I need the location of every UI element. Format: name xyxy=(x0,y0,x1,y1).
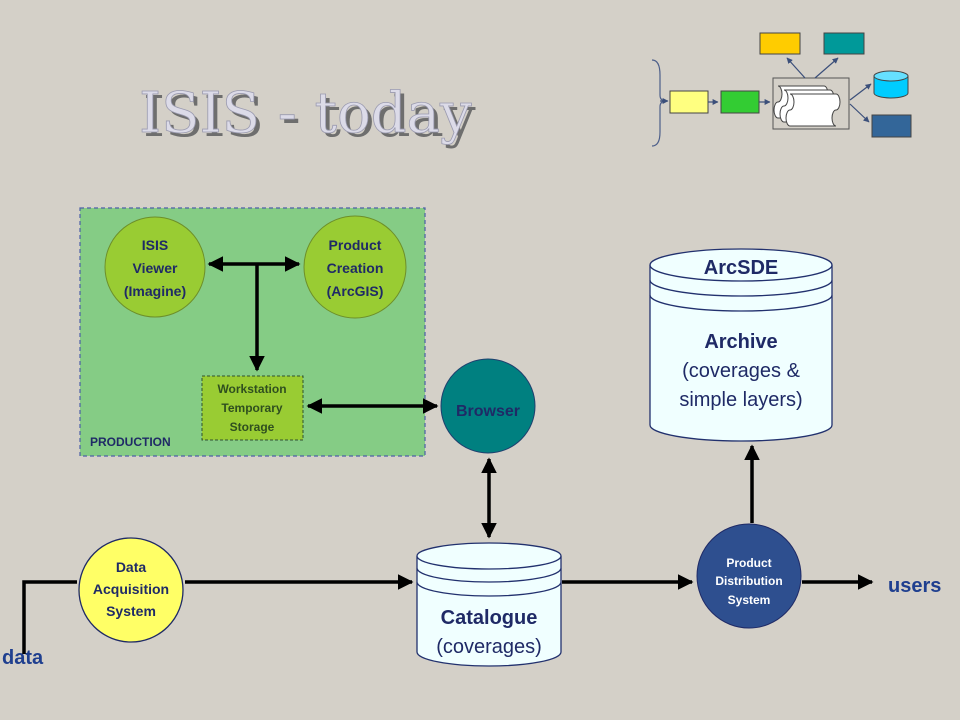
overview-box-gold xyxy=(759,32,801,55)
overview-box-green xyxy=(720,90,760,114)
overview-box-yellow xyxy=(669,90,709,114)
data-acquisition-label: Data xyxy=(116,559,147,575)
product-distribution-label: Product xyxy=(726,556,771,570)
overview-arrow xyxy=(814,57,839,79)
archive-label: (coverages & xyxy=(682,360,800,382)
overview-arrow xyxy=(849,103,870,123)
archive-label: simple layers) xyxy=(679,389,802,411)
page-title-shadow: ISIS - today xyxy=(143,85,476,150)
overview-arrow xyxy=(849,83,872,101)
data-acquisition-label: Acquisition xyxy=(93,581,169,597)
overview-thumbnail xyxy=(651,32,912,147)
product-distribution-label: System xyxy=(728,593,771,607)
connectors xyxy=(22,256,874,654)
product-distribution-node: Product Distribution System xyxy=(696,523,802,629)
overview-arrow xyxy=(786,57,806,79)
users-output-label: users xyxy=(888,575,941,597)
workstation-storage-node: Workstation Temporary Storage xyxy=(201,375,304,441)
overview-box-teal xyxy=(823,32,865,55)
browser-node: Browser xyxy=(440,358,536,454)
workstation-storage-label: Temporary xyxy=(221,401,282,415)
catalogue-label: (coverages) xyxy=(436,636,542,658)
overview-box-steel xyxy=(871,114,912,138)
archive-label: Archive xyxy=(704,331,777,353)
production-label: PRODUCTION xyxy=(90,435,171,449)
workstation-storage-label: Storage xyxy=(230,420,275,434)
isis-viewer-node: ISIS Viewer (Imagine) xyxy=(104,216,206,318)
product-distribution-label: Distribution xyxy=(715,574,782,588)
overview-doc xyxy=(785,93,841,127)
product-creation-label: (ArcGIS) xyxy=(327,283,384,299)
product-creation-label: Product xyxy=(329,237,382,253)
page-title: ISIS - today ISIS - today xyxy=(139,81,476,150)
page-title-text: ISIS - today xyxy=(139,81,472,146)
isis-viewer-label: Viewer xyxy=(133,260,178,276)
data-acquisition-label: System xyxy=(106,603,156,619)
catalogue-label: Catalogue xyxy=(441,607,538,629)
product-creation-label: Creation xyxy=(327,260,384,276)
arcsde-label: ArcSDE xyxy=(704,257,778,279)
isis-viewer-label: (Imagine) xyxy=(124,283,186,299)
product-creation-node: Product Creation (ArcGIS) xyxy=(303,215,407,319)
archive-database-node: ArcSDE Archive (coverages & simple layer… xyxy=(649,248,833,442)
isis-viewer-label: ISIS xyxy=(142,237,168,253)
data-input-label: data xyxy=(2,647,44,669)
data-acquisition-node: Data Acquisition System xyxy=(78,537,184,643)
overview-brace xyxy=(651,59,667,147)
workstation-storage-label: Workstation xyxy=(217,382,286,396)
browser-label: Browser xyxy=(456,403,520,420)
catalogue-database-node: Catalogue (coverages) xyxy=(416,542,562,667)
overview-database-icon xyxy=(873,70,909,99)
data-input-arrow xyxy=(22,580,77,654)
